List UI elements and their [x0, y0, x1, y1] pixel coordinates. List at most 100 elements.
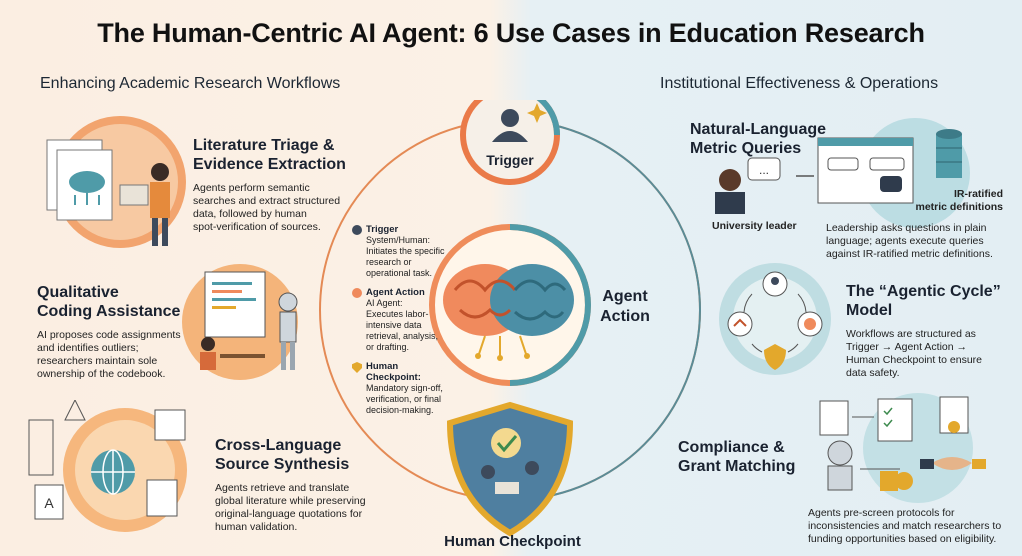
card-metric-queries: Natural-Language Metric Queries	[690, 120, 826, 158]
shield-icon	[446, 401, 574, 537]
cycle-ring-right	[509, 119, 701, 501]
brain-icon	[443, 264, 574, 361]
card-desc: data safety.	[846, 367, 900, 379]
robot-icon	[278, 292, 298, 312]
card-desc: against IR-ratified metric definitions.	[826, 248, 993, 260]
card-desc: original-language quotations for	[215, 508, 363, 520]
card-desc: Leadership asks questions in plain	[826, 222, 987, 234]
card-desc: spot-verification of sources.	[193, 221, 321, 233]
robot-icon	[880, 176, 902, 192]
card-compliance: Compliance & Grant Matching	[678, 438, 795, 476]
svg-text:...: ...	[759, 163, 769, 177]
legend-item-human-checkpoint: Human Checkpoint: Mandatory sign-off, ve…	[352, 361, 447, 416]
brain-icon	[352, 288, 362, 298]
literature-illustration	[46, 116, 186, 248]
card-title: Source Synthesis	[215, 456, 350, 473]
card-desc: searches and extract structured	[193, 195, 341, 207]
checklist-icon	[877, 398, 913, 442]
trigger-label: Trigger	[486, 152, 534, 168]
card-desc: AI proposes code assignments	[37, 329, 181, 341]
legend-title: Human Checkpoint:	[366, 361, 421, 383]
svg-text:A: A	[44, 495, 54, 511]
card-agentic-cycle: The “Agentic Cycle” Model Workflows are …	[846, 282, 1001, 380]
brain-ring-right	[509, 224, 591, 386]
legend-desc: verification, or final	[366, 394, 442, 404]
legend-desc: System/Human:	[366, 235, 431, 245]
card-desc: Trigger → Agent Action →	[846, 341, 968, 353]
translation-illustration: A	[28, 400, 187, 532]
card-title: Evidence Extraction	[193, 156, 346, 173]
label-metric-line2: metric definitions	[915, 201, 1003, 213]
human-checkpoint-label: Human Checkpoint	[444, 533, 581, 550]
agent-action-label-line1: Agent	[602, 288, 648, 305]
screen-icon	[204, 271, 266, 338]
card-desc: and identifies outliers;	[37, 342, 139, 354]
card-qualitative-coding: Qualitative Coding Assistance AI propose…	[37, 283, 181, 381]
card-title: Cross-Language	[215, 437, 342, 454]
legend-item-agent-action: Agent Action AI Agent: Executes labor- i…	[352, 287, 447, 353]
label-metric-definitions: IR-ratified metric definitions	[913, 188, 1003, 214]
label-metric-line1: IR-ratified	[953, 188, 1003, 200]
chat-bubble-icon	[747, 157, 781, 181]
card-title: Metric Queries	[690, 140, 802, 157]
card-title: Literature Triage &	[193, 137, 335, 154]
legend-desc: intensive data	[366, 320, 422, 330]
database-icon	[936, 134, 962, 178]
card-desc: language; agents execute queries	[826, 235, 984, 247]
card-desc: Agents perform semantic	[193, 182, 310, 194]
card-cross-language: Cross-Language Source Synthesis Agents r…	[215, 436, 366, 534]
compliance-desc: Agents pre-screen protocols for inconsis…	[808, 507, 1001, 546]
person-icon	[771, 277, 779, 285]
legend-desc: Initiates the specific	[366, 246, 445, 256]
compliance-illustration	[819, 393, 986, 503]
legend-desc: or drafting.	[366, 342, 410, 352]
card-desc: Workflows are structured as	[846, 328, 976, 340]
document-icon	[146, 479, 178, 517]
robot-icon	[827, 440, 853, 466]
shield-icon	[352, 362, 362, 373]
card-title: Qualitative	[37, 284, 119, 301]
card-desc: funding opportunities based on eligibili…	[808, 533, 997, 545]
card-title: Grant Matching	[678, 458, 796, 475]
document-icon	[34, 484, 64, 520]
person-icon	[719, 169, 741, 191]
agentic-cycle-diagram	[319, 100, 701, 537]
person-icon	[151, 163, 169, 181]
legend-desc: retrieval, analysis,	[366, 331, 439, 341]
legend-desc: Executes labor-	[366, 309, 429, 319]
translate-icon	[154, 409, 186, 441]
landmark-icon	[28, 419, 54, 476]
card-title: Compliance &	[678, 439, 785, 456]
right-section-heading: Institutional Effectiveness & Operations	[660, 75, 939, 92]
legend-item-trigger: Trigger System/Human: Initiates the spec…	[352, 224, 447, 279]
person-icon	[492, 103, 547, 142]
metric-queries-desc: Leadership asks questions in plain langu…	[826, 222, 993, 261]
left-section-heading: Enhancing Academic Research Workflows	[40, 75, 341, 92]
card-desc: global literature while preserving	[215, 495, 366, 507]
legend-desc: AI Agent:	[366, 298, 403, 308]
person-icon	[201, 337, 215, 351]
metric-queries-illustration: ...	[715, 118, 970, 228]
agent-action-label-line2: Action	[600, 308, 650, 325]
cloud-icon	[69, 171, 105, 193]
card-desc: data, followed by human	[193, 208, 307, 220]
legend-desc: research or	[366, 257, 412, 267]
legend-title: Trigger	[366, 224, 399, 235]
agentic-cycle-illustration	[719, 263, 831, 375]
card-title: Natural-Language	[690, 121, 827, 138]
card-title: Model	[846, 302, 893, 319]
cycle-legend: Trigger System/Human: Initiates the spec…	[352, 224, 447, 416]
card-desc: Human Checkpoint to ensure	[846, 354, 982, 366]
legend-title: Agent Action	[366, 287, 425, 298]
card-desc: Agents pre-screen protocols for	[808, 507, 955, 519]
legend-desc: Mandatory sign-off,	[366, 383, 443, 393]
legend-desc: decision-making.	[366, 405, 434, 415]
handshake-icon	[932, 457, 972, 470]
card-desc: Agents retrieve and translate	[215, 482, 350, 494]
person-icon	[352, 225, 362, 235]
card-title: Coding Assistance	[37, 303, 181, 320]
card-title: The “Agentic Cycle”	[846, 283, 1001, 300]
brain-icon	[804, 318, 816, 330]
coins-icon	[880, 471, 898, 491]
card-literature-triage: Literature Triage & Evidence Extraction …	[193, 136, 346, 234]
